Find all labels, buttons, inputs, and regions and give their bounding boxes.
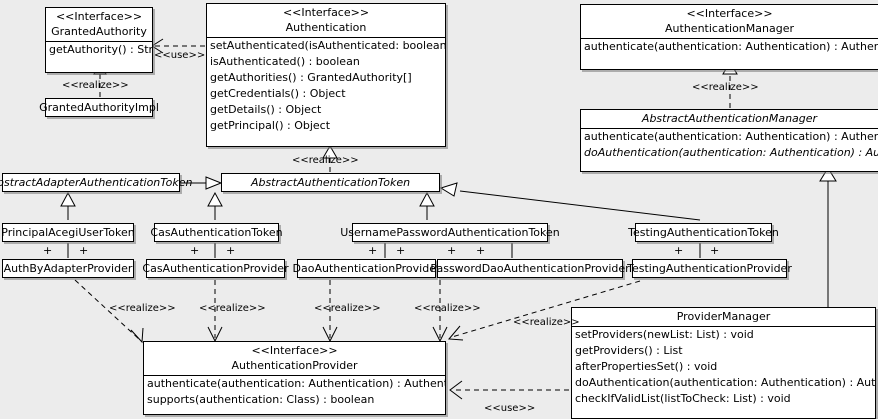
label-realize-testing-provider: <<realize>> [513, 317, 580, 328]
class-name: GrantedAuthority [51, 25, 147, 38]
edge-generalize-testingauthenticationtoken [439, 182, 701, 221]
edge-generalize-usernamepasswordtoken [419, 191, 435, 220]
class-provider-manager[interactable]: ProviderManager setProviders(newList: Li… [571, 307, 876, 419]
compartment-divider [572, 326, 875, 327]
association-multiplicity: + [43, 244, 53, 257]
association-multiplicity: + [710, 244, 720, 257]
association-multiplicity: + [190, 244, 200, 257]
class-header: <<Interface>> Authentication [207, 4, 445, 37]
association-multiplicity: + [368, 244, 378, 257]
association-multiplicity: + [476, 244, 486, 257]
operation: authenticate(authentication: Authenticat… [584, 130, 878, 143]
edge-generalize-principalacegiusertoken [60, 191, 76, 220]
class-stereotype: <<Interface>> [686, 7, 773, 20]
class-header: <<Interface>> AuthenticationProvider [144, 342, 445, 375]
class-principal-acegi-user-token[interactable]: PrincipalAcegiUserToken [1, 223, 135, 242]
operation: authenticate(authentication: Authenticat… [584, 40, 878, 53]
label-use-authentication-granted-authority: <<use>> [154, 50, 206, 61]
compartment-divider [144, 375, 445, 376]
class-name: AbstractAuthenticationManager [641, 112, 818, 125]
class-name: AuthenticationProvider [231, 359, 358, 372]
class-abstract-adapter-authentication-token[interactable]: AbstractAdapterAuthenticationToken [0, 173, 192, 192]
class-abstract-authentication-token[interactable]: AbstractAuthenticationToken [221, 173, 440, 192]
association-multiplicity: + [447, 244, 457, 257]
operation: isAuthenticated() : boolean [210, 55, 360, 68]
operations-compartment: setProviders(newList: List) : void getPr… [572, 327, 875, 407]
label-realize-dao-provider: <<realize>> [314, 303, 381, 314]
operation: afterPropertiesSet() : void [575, 360, 718, 373]
operation: checkIfValidList(listToCheck: List) : vo… [575, 392, 791, 405]
class-authentication-manager[interactable]: <<Interface>> AuthenticationManager auth… [580, 4, 878, 70]
class-name: Authentication [285, 21, 367, 34]
operation: doAuthentication(authentication: Authent… [584, 146, 878, 159]
label-realize-authentication-token: <<realize>> [292, 155, 359, 166]
operations-compartment: getAuthority() : String [46, 42, 152, 58]
operations-compartment: authenticate(authentication: Authenticat… [581, 129, 878, 161]
class-abstract-authentication-manager[interactable]: AbstractAuthenticationManager authentica… [580, 109, 878, 172]
operations-compartment: authenticate(authentication: Authenticat… [144, 376, 445, 408]
label-use-provider-manager: <<use>> [484, 403, 536, 414]
operation: getAuthority() : String [49, 43, 152, 56]
operations-compartment: setAuthenticated(isAuthenticated: boolea… [207, 38, 445, 134]
operation: setProviders(newList: List) : void [575, 328, 754, 341]
class-password-dao-authentication-provider[interactable]: PasswordDaoAuthenticationProvider [430, 259, 630, 278]
class-authentication[interactable]: <<Interface>> Authentication setAuthenti… [206, 3, 446, 147]
association-multiplicity: + [674, 244, 684, 257]
class-cas-authentication-provider[interactable]: CasAuthenticationProvider [142, 259, 289, 278]
class-stereotype: <<Interface>> [282, 6, 370, 19]
operation: getProviders() : List [575, 344, 683, 357]
class-cas-authentication-token[interactable]: CasAuthenticationToken [150, 223, 283, 242]
operation: getAuthorities() : GrantedAuthority[] [210, 71, 412, 84]
class-header: ProviderManager [572, 308, 875, 326]
compartment-divider [207, 37, 445, 38]
label-realize-auth-by-adapter: <<realize>> [109, 303, 176, 314]
operations-compartment: authenticate(authentication: Authenticat… [581, 39, 878, 55]
class-stereotype: <<Interface>> [251, 344, 338, 357]
edge-generalize-casauthenticationtoken [207, 191, 223, 220]
label-realize-cas-provider: <<realize>> [199, 303, 266, 314]
class-granted-authority-impl[interactable]: GrantedAuthorityImpl [39, 98, 159, 117]
class-stereotype: <<Interface>> [55, 10, 143, 23]
operation: getCredentials() : Object [210, 87, 346, 100]
operation: doAuthentication(authentication: Authent… [575, 376, 875, 389]
class-testing-authentication-provider[interactable]: TestingAuthenticationProvider [627, 259, 792, 278]
operation: getDetails() : Object [210, 103, 322, 116]
class-authentication-provider[interactable]: <<Interface>> AuthenticationProvider aut… [143, 341, 446, 415]
edge-use-providermanager-authenticationprovider [449, 380, 569, 400]
class-granted-authority[interactable]: <<Interface>> GrantedAuthority getAuthor… [45, 7, 153, 73]
class-header: <<Interface>> GrantedAuthority [46, 8, 152, 41]
association-multiplicity: + [396, 244, 406, 257]
association-multiplicity: + [79, 244, 89, 257]
class-dao-authentication-provider[interactable]: DaoAuthenticationProvider [293, 259, 441, 278]
operation: getPrincipal() : Object [210, 119, 331, 132]
operation: setAuthenticated(isAuthenticated: boolea… [210, 39, 445, 52]
class-name: AuthenticationManager [665, 22, 794, 35]
label-realize-auth-manager: <<realize>> [692, 82, 759, 93]
class-header: AbstractAuthenticationManager [581, 110, 878, 128]
label-realize-password-dao-provider: <<realize>> [414, 303, 481, 314]
class-username-password-authentication-token[interactable]: UsernamePasswordAuthenticationToken [340, 223, 560, 242]
class-header: <<Interface>> AuthenticationManager [581, 5, 878, 38]
class-testing-authentication-token[interactable]: TestingAuthenticationToken [628, 223, 779, 242]
association-multiplicity: + [226, 244, 236, 257]
operation: authenticate(authentication: Authenticat… [147, 377, 445, 390]
class-auth-by-adapter-provider[interactable]: AuthByAdapterProvider [2, 259, 134, 278]
edge-generalize-providermanager [819, 167, 837, 307]
compartment-divider [46, 41, 152, 42]
class-name: ProviderManager [676, 310, 771, 323]
compartment-divider [581, 128, 878, 129]
label-realize-granted-authority: <<realize>> [62, 80, 129, 91]
compartment-divider [581, 38, 878, 39]
operation: supports(authentication: Class) : boolea… [147, 393, 375, 406]
